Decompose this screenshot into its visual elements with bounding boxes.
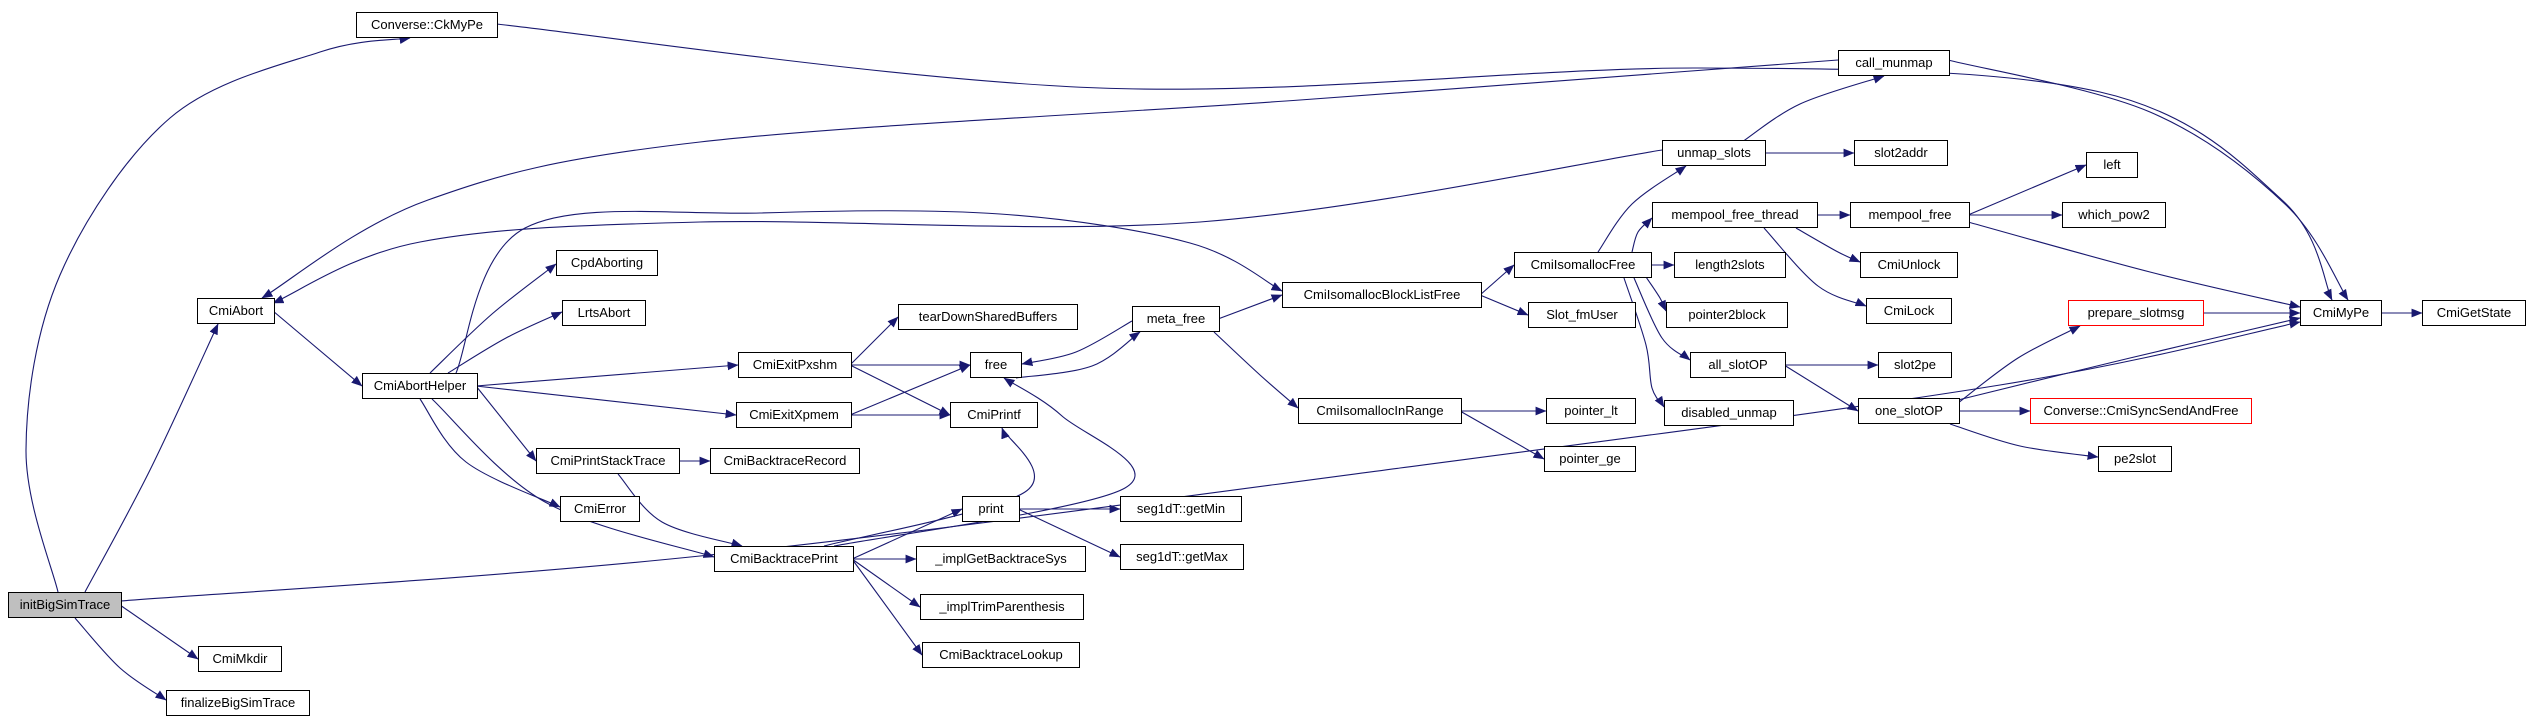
edge-initbigsimtrace-to-cmimkdir [119, 604, 199, 660]
node-slot2pe[interactable]: slot2pe [1878, 352, 1952, 378]
node-cmierror[interactable]: CmiError [560, 496, 640, 522]
edge-cmiisomallocinrange-to-pointer-ge [1459, 410, 1545, 460]
node-pointer-lt[interactable]: pointer_lt [1546, 398, 1636, 424]
node-cmiisomallocblocklistfree[interactable]: CmiIsomallocBlockListFree [1282, 282, 1482, 308]
edge-mempool-free-thread-to-cmilock [1763, 227, 1867, 307]
node-cmilock[interactable]: CmiLock [1866, 298, 1952, 324]
node-pe2slot[interactable]: pe2slot [2098, 446, 2172, 472]
node-free[interactable]: free [970, 352, 1022, 378]
node-cmiexitxpmem[interactable]: CmiExitXpmem [736, 402, 852, 428]
edge-cmiisomallocblocklistfree-to-slot-fmuser [1479, 294, 1529, 316]
edge-initbigsimtrace-to-converse-ckmype [25, 35, 411, 593]
edge-cmiexitpxshm-to-teardownsharedbuffers [849, 316, 899, 366]
edge-free-to-meta-free [1015, 331, 1141, 379]
node-which-pow2[interactable]: which_pow2 [2062, 202, 2166, 228]
node-length2slots[interactable]: length2slots [1674, 252, 1786, 278]
edge-cmiexitpxshm-to-cmiprintf [849, 364, 951, 416]
edge-cmiisomallocblocklistfree-to-cmiisomallocfree [1479, 264, 1515, 296]
edge-one-slotop-to-pe2slot [1949, 423, 2099, 460]
edge-cmiexitxpmem-to-free [849, 364, 971, 416]
node-finalizebigsimtrace[interactable]: finalizeBigSimTrace [166, 690, 310, 716]
node-call-munmap[interactable]: call_munmap [1838, 50, 1950, 76]
node-seg1dt-getmin[interactable]: seg1dT::getMin [1120, 496, 1242, 522]
node-pointer-ge[interactable]: pointer_ge [1544, 446, 1636, 472]
node-teardownsharedbuffers[interactable]: tearDownSharedBuffers [898, 304, 1078, 330]
node-impltrimparenthesis[interactable]: _implTrimParenthesis [920, 594, 1084, 620]
node-slot-fmuser[interactable]: Slot_fmUser [1528, 302, 1636, 328]
node-implgetbacktracesys[interactable]: _implGetBacktraceSys [916, 546, 1086, 572]
edge-cmiaborthelper-to-cpdaborting [429, 263, 557, 374]
node-cmiprintf[interactable]: CmiPrintf [950, 402, 1038, 428]
node-cmimkdir[interactable]: CmiMkdir [198, 646, 282, 672]
edge-cmibacktraceprint-to-cmibacktracelookup [851, 558, 923, 656]
edge-cmibacktraceprint-to-free [833, 377, 1136, 547]
edge-initbigsimtrace-to-finalizebigsimtrace [74, 617, 167, 701]
edge-all-slotop-to-one-slotop [1783, 364, 1859, 412]
edge-cmibacktraceprint-to-impltrimparenthesis [851, 558, 921, 608]
node-cmiisomallocinrange[interactable]: CmiIsomallocInRange [1298, 398, 1462, 424]
edge-cmiisomallocfree-to-all-slotop [1633, 277, 1691, 361]
edge-call-munmap-to-cmiabort [261, 59, 1839, 299]
node-seg1dt-getmax[interactable]: seg1dT::getMax [1120, 544, 1244, 570]
edge-cmiaborthelper-to-lrtsabort [447, 311, 563, 374]
edge-cmiprintstacktrace-to-cmibacktraceprint [617, 473, 743, 548]
node-cmiexitpxshm[interactable]: CmiExitPxshm [738, 352, 852, 378]
node-converse-ckmype[interactable]: Converse::CkMyPe [356, 12, 498, 38]
edge-cmiabort-to-cmiaborthelper [272, 310, 363, 387]
edge-unmap-slots-to-cmiabort [272, 149, 1663, 304]
edge-cmiaborthelper-to-cmiexitpxshm [475, 361, 739, 387]
edge-cmiaborthelper-to-cmiisomallocblocklistfree [455, 210, 1283, 374]
edge-unmap-slots-to-call-munmap [1741, 75, 1885, 143]
edge-cmiaborthelper-to-cmiexitxpmem [475, 385, 737, 419]
node-cmibacktracelookup[interactable]: CmiBacktraceLookup [922, 642, 1080, 668]
edge-meta-free-to-cmiisomallocinrange [1213, 331, 1299, 409]
node-initbigsimtrace[interactable]: initBigSimTrace [8, 592, 122, 618]
edge-one-slotop-to-prepare-slotmsg [1957, 325, 2081, 404]
node-slot2addr[interactable]: slot2addr [1854, 140, 1948, 166]
node-cmibacktraceprint[interactable]: CmiBacktracePrint [714, 546, 854, 572]
node-cpdaborting[interactable]: CpdAborting [556, 250, 658, 276]
node-unmap-slots[interactable]: unmap_slots [1662, 140, 1766, 166]
node-mempool-free-thread[interactable]: mempool_free_thread [1652, 202, 1818, 228]
edge-call-munmap-to-cmimype [1947, 59, 2349, 301]
node-mempool-free[interactable]: mempool_free [1850, 202, 1970, 228]
node-meta-free[interactable]: meta_free [1132, 306, 1220, 332]
edge-initbigsimtrace-to-cmimype [119, 319, 2301, 602]
node-print[interactable]: print [962, 496, 1020, 522]
edge-meta-free-to-free [1021, 320, 1133, 367]
node-all-slotop[interactable]: all_slotOP [1690, 352, 1786, 378]
edge-mempool-free-to-left [1967, 164, 2087, 216]
node-cmiunlock[interactable]: CmiUnlock [1860, 252, 1958, 278]
edge-cmiisomallocfree-to-unmap-slots [1597, 165, 1687, 253]
edge-cmiaborthelper-to-cmibacktraceprint [431, 398, 715, 558]
edge-mempool-free-thread-to-cmiunlock [1795, 227, 1861, 263]
node-cmiaborthelper[interactable]: CmiAbortHelper [362, 373, 478, 399]
edge-cmiaborthelper-to-cmiprintstacktrace [475, 385, 537, 462]
edge-converse-ckmype-to-cmimype [495, 23, 2333, 301]
edge-print-to-seg1dt-getmax [1017, 508, 1121, 558]
node-pointer2block[interactable]: pointer2block [1666, 302, 1788, 328]
node-prepare-slotmsg[interactable]: prepare_slotmsg [2068, 300, 2204, 326]
node-one-slotop[interactable]: one_slotOP [1858, 398, 1960, 424]
edge-mempool-free-to-cmimype [1967, 221, 2301, 309]
edge-cmiisomallocfree-to-mempool-free-thread [1631, 217, 1653, 253]
node-disabled-unmap[interactable]: disabled_unmap [1664, 400, 1794, 426]
node-cmiisomallocfree[interactable]: CmiIsomallocFree [1514, 252, 1652, 278]
node-cmibacktracerecord[interactable]: CmiBacktraceRecord [710, 448, 860, 474]
node-cmigetstate[interactable]: CmiGetState [2422, 300, 2526, 326]
edge-cmiisomallocfree-to-pointer2block [1643, 273, 1667, 312]
edge-initbigsimtrace-to-cmiabort [84, 323, 219, 593]
node-cmiprintstacktrace[interactable]: CmiPrintStackTrace [536, 448, 680, 474]
node-lrtsabort[interactable]: LrtsAbort [562, 300, 646, 326]
edge-meta-free-to-cmiisomallocblocklistfree [1217, 294, 1283, 320]
node-left[interactable]: left [2086, 152, 2138, 178]
edge-one-slotop-to-cmimype [1957, 316, 2301, 401]
node-converse-cmisyncsendandfree[interactable]: Converse::CmiSyncSendAndFree [2030, 398, 2252, 424]
node-cmimype[interactable]: CmiMyPe [2300, 300, 2382, 326]
node-cmiabort[interactable]: CmiAbort [197, 298, 275, 324]
